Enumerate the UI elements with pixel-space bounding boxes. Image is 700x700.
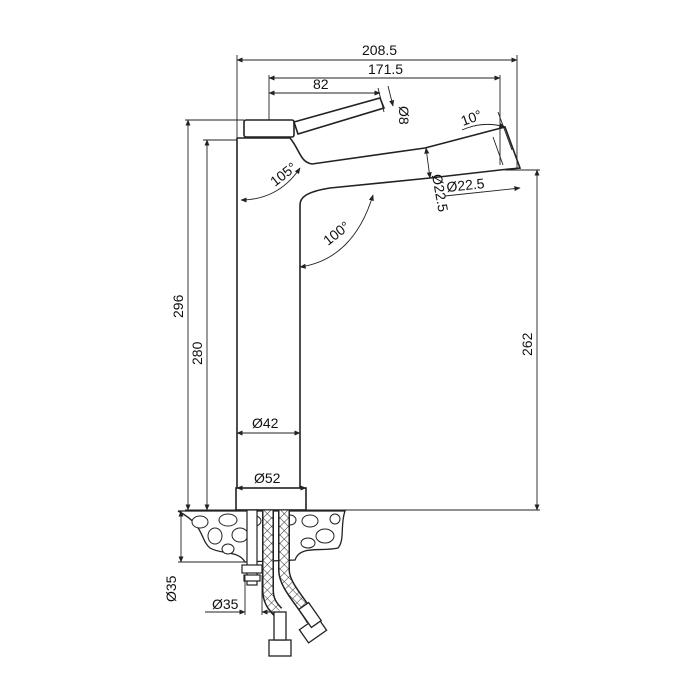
- dim-base-diameter: Ø52: [254, 470, 281, 486]
- extension-lines: [178, 55, 540, 615]
- dim-total-height: 296: [170, 294, 186, 318]
- dim-handle-diameter: Ø8: [396, 106, 412, 125]
- dim-handle-angle: 105°: [267, 159, 300, 189]
- dim-spout-length: 171.5: [368, 61, 403, 77]
- dim-body-height: 280: [189, 341, 205, 365]
- dim-outlet-height: 262: [519, 332, 535, 356]
- countertop-section: [177, 510, 346, 563]
- mounting-stud-and-hoses: [241, 509, 328, 657]
- dim-body-diameter: Ø42: [252, 415, 279, 431]
- base-flange: [235, 487, 307, 511]
- dim-thread-diameter: Ø35: [212, 596, 239, 612]
- dim-spout-angle: 100°: [320, 218, 353, 248]
- dim-thread-length: Ø35: [163, 575, 179, 602]
- dim-spout-tip-angle: 10°: [459, 107, 484, 129]
- dim-spout-diameter-vertical: Ø22.5: [429, 173, 451, 214]
- dimension-lines: [178, 57, 540, 615]
- dim-handle-length: 82: [313, 76, 329, 92]
- handle: [243, 97, 386, 138]
- dim-overall-length: 208.5: [362, 42, 397, 58]
- dim-spout-diameter-outlet: Ø22.5: [446, 175, 486, 195]
